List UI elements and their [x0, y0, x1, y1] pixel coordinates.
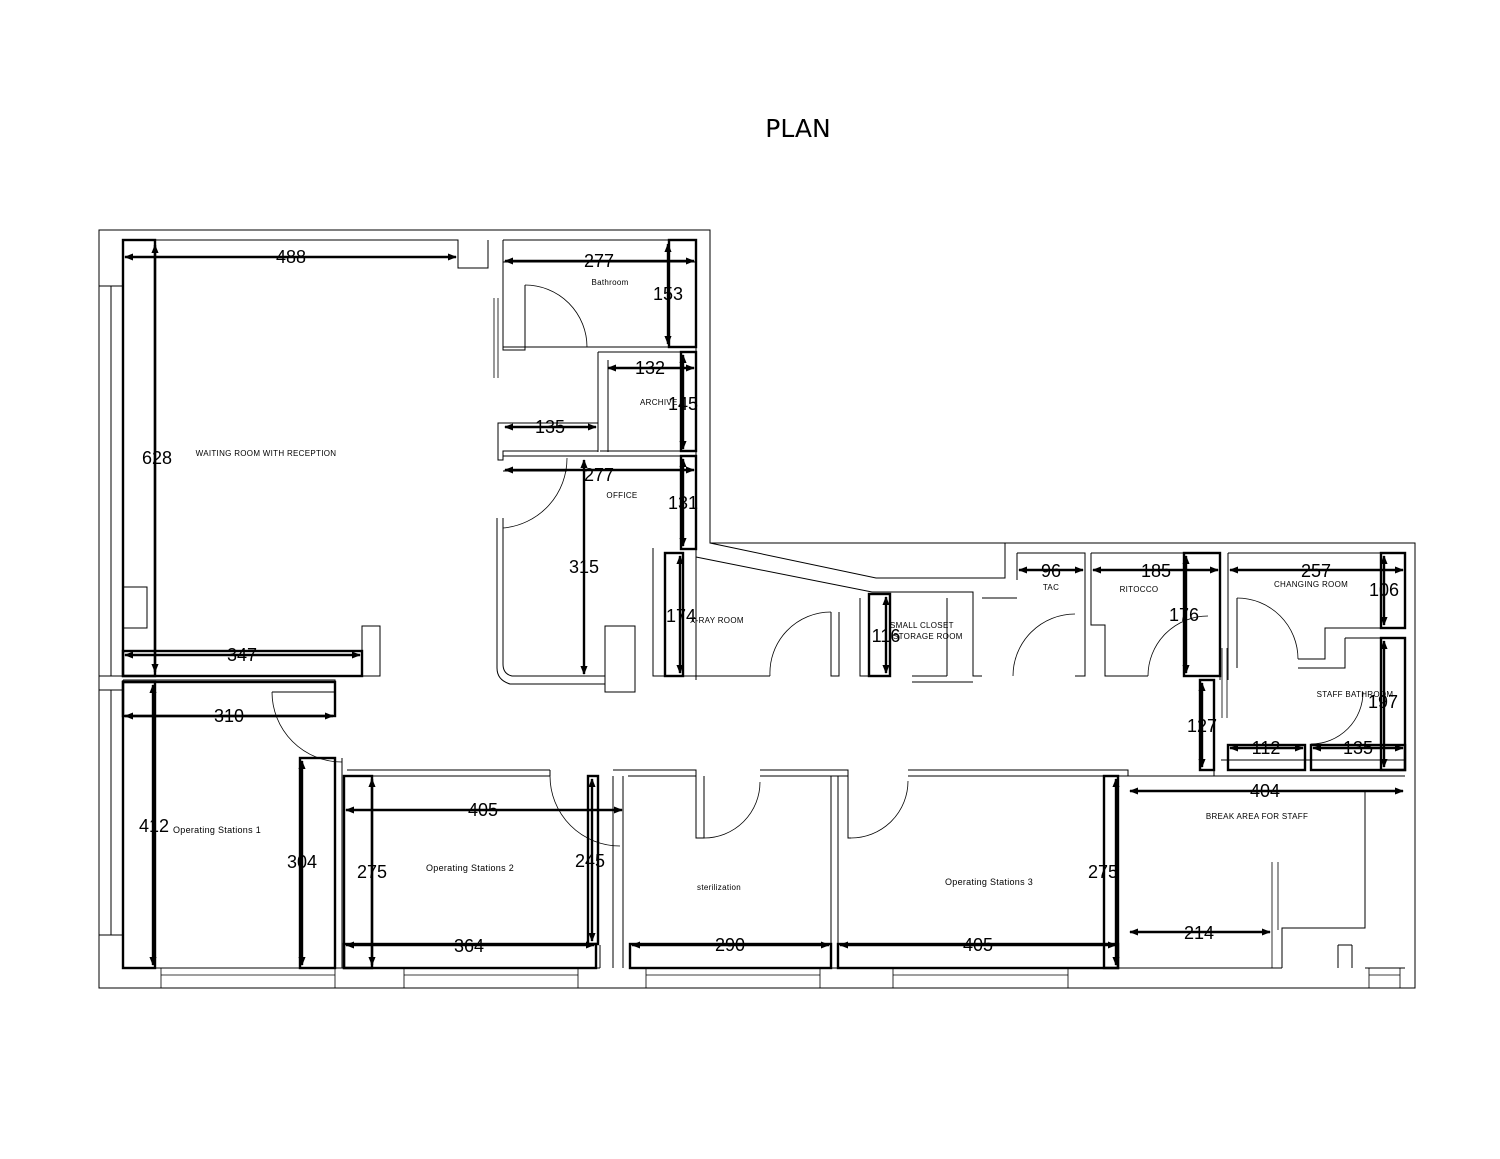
- dim-label-op3-height: 275: [1088, 862, 1118, 882]
- room-label-tac: TAC: [1043, 583, 1059, 592]
- dim-label-waiting-bottom: 347: [227, 645, 257, 665]
- dim-label-op3-width: 405: [963, 935, 993, 955]
- dim-label-corridor-127: 127: [1187, 716, 1217, 736]
- dim-label-waiting-width: 488: [276, 247, 306, 267]
- room-label-ritocco: RITOCCO: [1120, 585, 1159, 594]
- room-label-op2: Operating Stations 2: [426, 863, 514, 873]
- room-label-staff-bathroom: STAFF BATHROOM: [1317, 690, 1394, 699]
- room-labels: WAITING ROOM WITH RECEPTION Bathroom ARC…: [173, 278, 1393, 892]
- dim-label-archive-height: 145: [668, 394, 698, 414]
- dim-label-break-214: 214: [1184, 923, 1214, 943]
- dim-label-closet-height: 116: [872, 626, 901, 646]
- plan-title: PLAN: [765, 114, 830, 143]
- dim-label-staff-bath-height: 197: [1368, 692, 1398, 712]
- dim-label-op1-wall: 304: [287, 852, 317, 872]
- dim-label-changing-height: 106: [1369, 580, 1399, 600]
- dim-label-ritocco-width: 185: [1141, 561, 1171, 581]
- dim-label-office-height: 131: [668, 493, 698, 513]
- dim-label-office-315: 315: [569, 557, 599, 577]
- interior-walls: [122, 240, 1405, 969]
- dim-label-op2-right: 245: [575, 851, 605, 871]
- room-label-op3: Operating Stations 3: [945, 877, 1033, 887]
- dim-label-break-width: 404: [1250, 781, 1280, 801]
- dim-label-waiting-height: 628: [142, 448, 172, 468]
- dimension-frames: [121, 238, 1407, 970]
- dim-label-archive-width: 132: [635, 358, 665, 378]
- room-label-bathroom: Bathroom: [591, 278, 628, 287]
- dim-label-office-width: 277: [584, 465, 614, 485]
- room-label-sterilization: sterilization: [697, 883, 741, 892]
- dim-label-op1-top: 310: [214, 706, 244, 726]
- room-label-closet-line2: STORAGE ROOM: [893, 632, 963, 641]
- dim-label-op1-height: 412: [139, 816, 169, 836]
- dim-label-steril-width: 290: [715, 935, 745, 955]
- dim-label-xray-height: 174: [666, 606, 696, 626]
- dim-label-op2-top: 405: [468, 800, 498, 820]
- room-label-op1: Operating Stations 1: [173, 825, 261, 835]
- dim-label-tac-width: 96: [1041, 561, 1061, 581]
- dim-label-corridor-135: 135: [535, 417, 565, 437]
- dim-label-ritocco-height: 176: [1169, 605, 1199, 625]
- dim-label-bathroom-width: 277: [584, 251, 614, 271]
- dim-label-op2-bottom: 364: [454, 936, 484, 956]
- room-label-xray: X-RAY ROOM: [690, 616, 744, 625]
- dim-label-staff-112: 112: [1252, 738, 1281, 758]
- room-label-waiting: WAITING ROOM WITH RECEPTION: [196, 449, 337, 458]
- dim-label-bathroom-height: 153: [653, 284, 683, 304]
- room-label-changing: CHANGING ROOM: [1274, 580, 1348, 589]
- room-label-closet-line1: SMALL CLOSET: [890, 621, 954, 630]
- dim-label-changing-width: 257: [1301, 561, 1331, 581]
- dim-label-staff-135: 135: [1343, 738, 1373, 758]
- outer-walls: [98, 229, 1416, 989]
- room-label-office: OFFICE: [606, 491, 637, 500]
- dim-label-op2-left: 275: [357, 862, 387, 882]
- dimension-labels: 488 628 347 277 153 132 145 135 277 131 …: [139, 247, 1399, 956]
- dimension-lines: [124, 243, 1404, 966]
- room-label-archive: ARCHIVE: [640, 398, 678, 407]
- room-label-break-area: BREAK AREA FOR STAFF: [1206, 812, 1308, 821]
